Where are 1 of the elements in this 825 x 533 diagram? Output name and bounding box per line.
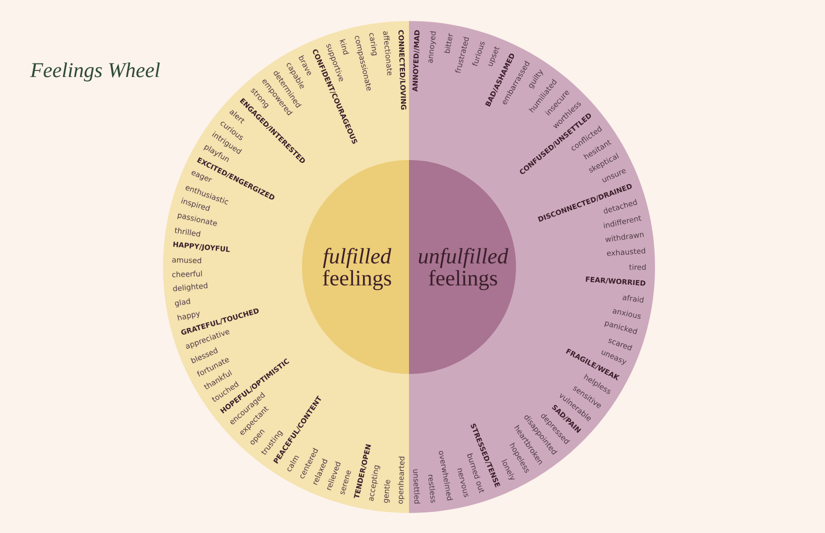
title: Feelings Wheel bbox=[30, 62, 160, 82]
